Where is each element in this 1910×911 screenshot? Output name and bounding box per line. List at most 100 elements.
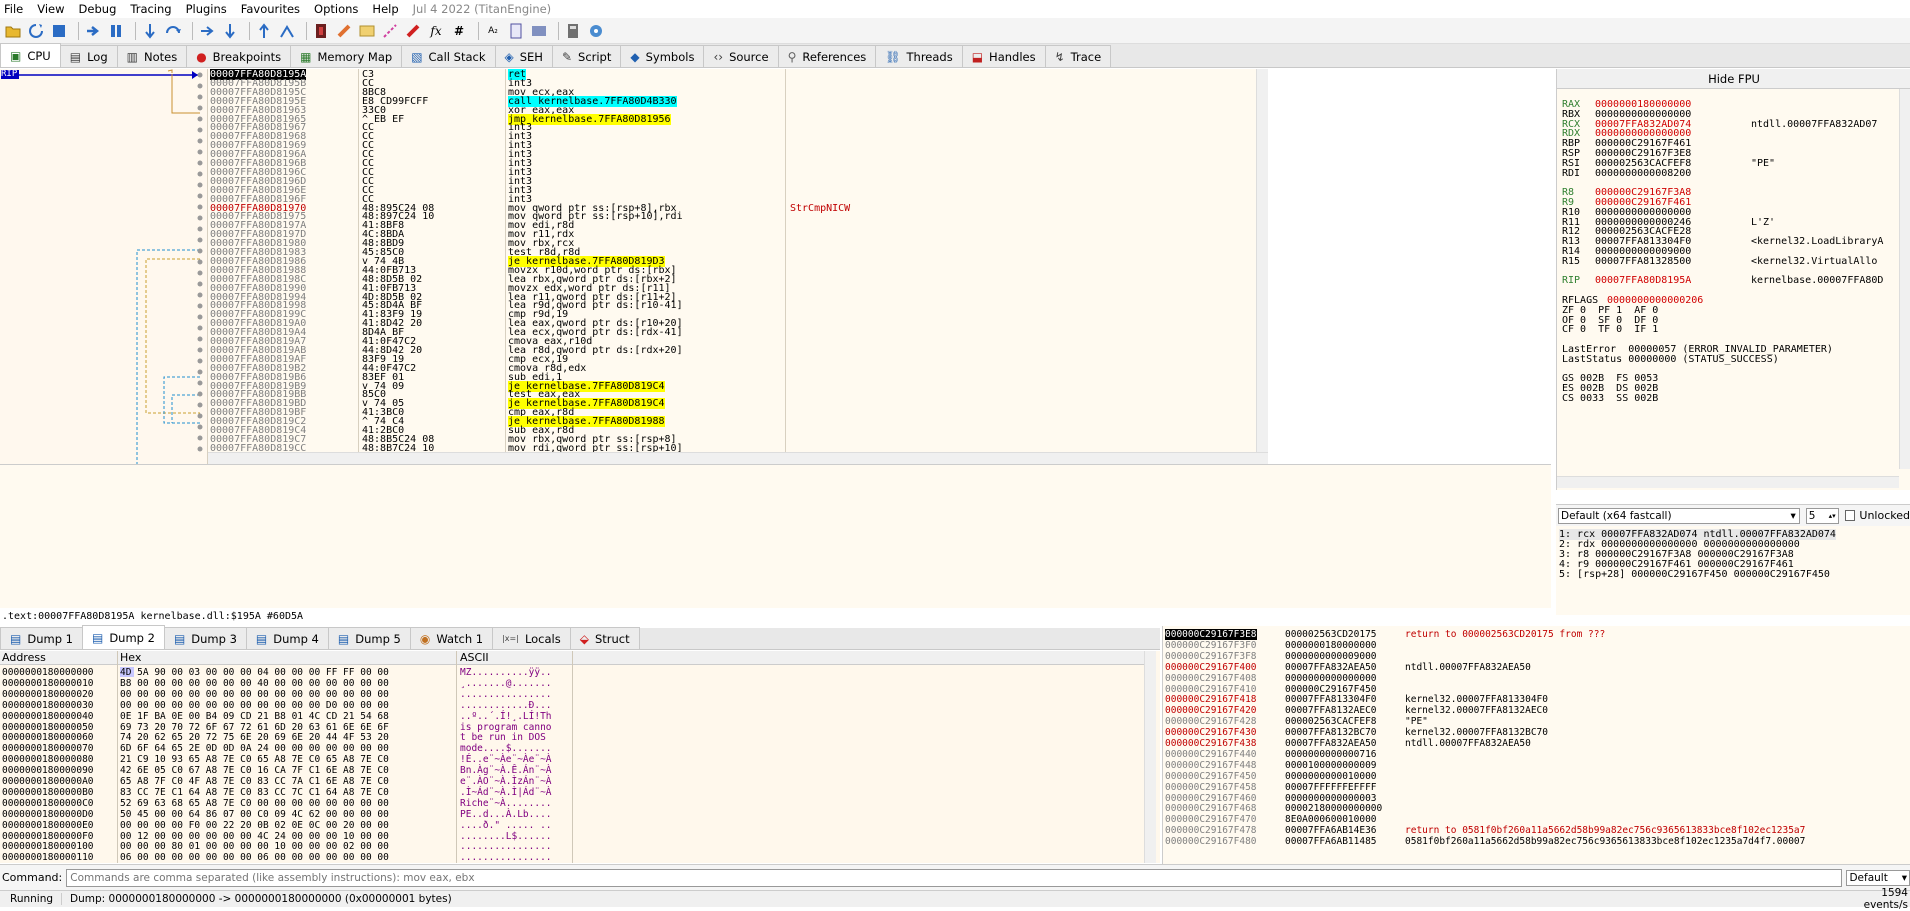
stack-value[interactable]: 00007FFFFFFEFFFF: [1285, 781, 1377, 793]
register-value[interactable]: 00007FFA832AD074: [1595, 118, 1692, 130]
dump-hex[interactable]: 83 CC 7E C1 64 A8 7E C0 83 CC 7C C1 64 A…: [120, 786, 389, 798]
dump-ascii[interactable]: PE..d...À.Lb....: [460, 808, 552, 820]
dump-hex[interactable]: 0E 1F BA 0E 00 B4 09 CD 21 B8 01 4C CD 2…: [120, 710, 389, 722]
tab-breakpoints[interactable]: ●Breakpoints: [186, 45, 292, 67]
stack-value[interactable]: 0000000000000000: [1285, 672, 1377, 684]
tab-threads[interactable]: ⛓Threads: [875, 45, 963, 67]
dump-hex[interactable]: 74 20 62 65 20 72 75 6E 20 69 6E 20 44 4…: [120, 732, 389, 744]
stack-value[interactable]: 0000000000000003: [1285, 792, 1377, 804]
dump-hex[interactable]: B8 00 00 00 00 00 00 00 40 00 00 00 00 0…: [120, 677, 389, 689]
restart-icon[interactable]: [27, 22, 45, 40]
menu-tracing[interactable]: Tracing: [130, 2, 172, 16]
open-icon[interactable]: [4, 22, 22, 40]
dump-ascii[interactable]: Riche¨~À........: [460, 797, 552, 809]
flags-line[interactable]: CF 0 TF 0 IF 1: [1562, 324, 1659, 336]
dumptab-dump-2[interactable]: ▤Dump 2: [81, 625, 165, 649]
tab-notes[interactable]: ▥Notes: [116, 45, 188, 67]
flags-line[interactable]: ZF 0 PF 1 AF 0: [1562, 304, 1659, 316]
tab-cpu[interactable]: ▣CPU: [0, 43, 61, 67]
menu-help[interactable]: Help: [372, 2, 399, 16]
argument-row[interactable]: 3: r8 000000C29167F3A8 000000C29167F3A8: [1559, 549, 1794, 560]
bookmarks-icon[interactable]: [404, 22, 422, 40]
calling-convention-select[interactable]: Default (x64 fastcall) ▾: [1558, 507, 1800, 524]
stack-value[interactable]: 000002563CACFEF8: [1285, 716, 1377, 728]
arg-count-spinner[interactable]: 5 ▴▾: [1805, 507, 1839, 524]
dump-hex[interactable]: 00 00 00 00 F0 00 22 20 0B 02 0E 0C 00 2…: [120, 819, 389, 831]
comments-icon[interactable]: [358, 22, 376, 40]
dump-hex[interactable]: 00 00 00 00 00 00 00 00 00 00 00 00 00 0…: [120, 688, 389, 700]
calculator-icon[interactable]: [564, 22, 582, 40]
dump-hex[interactable]: 52 69 63 68 65 A8 7E C0 00 00 00 00 00 0…: [120, 797, 389, 809]
calls-icon[interactable]: [507, 22, 525, 40]
register-value[interactable]: 0000000000000000: [1595, 108, 1692, 120]
dumptab-dump-4[interactable]: ▤Dump 4: [245, 627, 329, 649]
hash-icon[interactable]: #: [453, 23, 465, 38]
tab-handles[interactable]: ⬓Handles: [961, 45, 1046, 67]
trace-into-icon[interactable]: [198, 22, 216, 40]
stack-value[interactable]: 0000000180000000: [1285, 639, 1377, 651]
strings-icon[interactable]: A₂: [488, 25, 498, 36]
command-input[interactable]: [66, 868, 1843, 887]
menu-view[interactable]: View: [37, 2, 65, 16]
registers-vscroll[interactable]: [1899, 89, 1910, 469]
dump-ascii[interactable]: ....ð." ..... ..: [460, 819, 552, 831]
stack-value[interactable]: 00007FFA813304F0: [1285, 694, 1377, 706]
register-value[interactable]: 00007FFA81328500: [1595, 255, 1692, 267]
register-value[interactable]: 0000000000000000: [1595, 206, 1692, 218]
disasm-hscroll[interactable]: [208, 452, 1268, 464]
argument-row[interactable]: 2: rdx 0000000000000000 0000000000000000: [1559, 539, 1800, 550]
execute-till-return-icon[interactable]: [255, 22, 273, 40]
dumptab-dump-1[interactable]: ▤Dump 1: [0, 627, 83, 649]
dump-ascii[interactable]: ........L$......: [460, 830, 552, 842]
menu-debug[interactable]: Debug: [78, 2, 117, 16]
tab-script[interactable]: ✎Script: [551, 45, 622, 67]
stack-value[interactable]: 0000000000000716: [1285, 748, 1377, 760]
step-into-icon[interactable]: [141, 22, 159, 40]
argument-row[interactable]: 5: [rsp+28] 000000C29167F450 000000C2916…: [1559, 569, 1830, 580]
flags-line[interactable]: OF 0 SF 0 DF 0: [1562, 314, 1659, 326]
dump-hex[interactable]: 69 73 20 70 72 6F 67 72 61 6D 20 63 61 6…: [120, 721, 389, 733]
dump-ascii[interactable]: mode....$.......: [460, 743, 552, 755]
unlocked-checkbox[interactable]: [1844, 510, 1856, 521]
rflags-value[interactable]: 0000000000000206: [1607, 295, 1704, 306]
run-icon[interactable]: [84, 22, 102, 40]
dump-ascii[interactable]: e¨.ÀO¨~À.ÌzÁn¨~À: [460, 776, 552, 787]
dumptab-watch-1[interactable]: ◉Watch 1: [409, 627, 494, 649]
stack-value[interactable]: 0000100000000009: [1285, 759, 1377, 771]
dump-ascii[interactable]: ¸.......@.......: [460, 677, 552, 689]
stack-value[interactable]: 00007FFA6AB11485: [1285, 836, 1377, 848]
dump-hex[interactable]: 42 6E 05 C0 67 A8 7E C0 16 CA 7F C1 6E A…: [120, 765, 389, 777]
register-value[interactable]: 000000C29167F3E8: [1595, 148, 1692, 159]
stack-value[interactable]: 000002563CD20175: [1285, 629, 1377, 640]
dump-hex[interactable]: 65 A8 7F C0 4F A8 7E C0 83 CC 7A C1 6E A…: [120, 776, 389, 787]
